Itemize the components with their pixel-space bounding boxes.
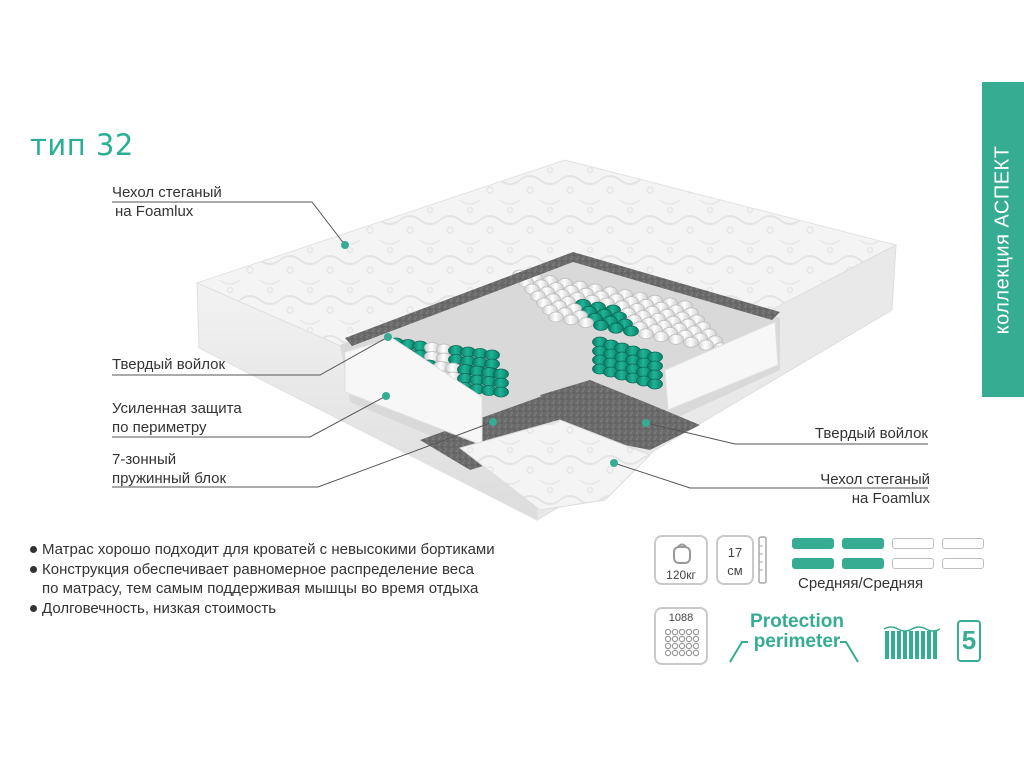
leader-felt-left xyxy=(112,336,389,376)
callout-perimeter-line1: Усиленная защита xyxy=(112,400,242,417)
protection-line2: perimeter xyxy=(753,631,841,652)
weight-badge: 120кг xyxy=(654,535,708,585)
height-ruler-icon xyxy=(758,536,767,584)
weight-label: 120кг xyxy=(666,568,696,582)
callout-felt-left: Твердый войлок xyxy=(112,356,226,373)
leader-cover-bottom xyxy=(613,462,928,489)
firmness-level-bar xyxy=(942,558,984,569)
feature-list: Матрас хорошо подходит для кроватей с не… xyxy=(28,540,495,618)
firmness-level-bar xyxy=(892,538,934,549)
springs-count: 1088 xyxy=(668,612,694,624)
firmness-level-bar xyxy=(892,558,934,569)
leader-springs xyxy=(112,421,494,488)
firmness-level-bar xyxy=(842,538,884,549)
callout-cover-top-line1: Чехол стеганый xyxy=(112,184,222,201)
height-badge: 17 см xyxy=(716,535,754,585)
feature-item-continued: по матрасу, тем самым поддерживая мышцы … xyxy=(42,580,479,597)
marker-felt-right xyxy=(642,419,650,427)
zones-icon xyxy=(884,626,940,659)
weight-icon xyxy=(673,543,691,564)
protection-perimeter-badge: Protection perimeter xyxy=(722,612,872,652)
height-value: 17 xyxy=(727,545,743,560)
feature-item: Матрас хорошо подходит для кроватей с не… xyxy=(28,540,495,560)
firmness-level-bar xyxy=(792,538,834,549)
height-unit: см xyxy=(727,563,743,578)
callout-cover-bottom: Чехол стеганый на Foamlux xyxy=(770,470,930,508)
firmness-level-bar xyxy=(842,558,884,569)
marker-springs xyxy=(489,418,497,426)
marker-felt-left xyxy=(384,333,392,341)
protection-line1: Protection xyxy=(750,611,844,632)
firmness-level-bar xyxy=(792,558,834,569)
zone-number-icon: 5 xyxy=(957,620,981,662)
leader-cover-top xyxy=(112,201,346,246)
callout-cover-top-line2: на Foamlux xyxy=(115,203,194,220)
leader-felt-right xyxy=(645,422,928,445)
marker-cover-bottom xyxy=(610,459,618,467)
collection-band: коллекция АСПЕКТ xyxy=(982,82,1024,397)
feature-item: Конструкция обеспечивает равномерное рас… xyxy=(28,560,495,580)
zone-number: 5 xyxy=(961,625,977,655)
marker-cover-top xyxy=(341,241,349,249)
callout-cover-bottom-line1: Чехол стеганый xyxy=(820,471,930,488)
protection-frame-icon xyxy=(729,641,859,663)
callout-springs-line1: 7-зонный xyxy=(112,451,177,468)
leader-perimeter xyxy=(112,395,387,438)
springs-badge: 1088 xyxy=(654,607,708,665)
callout-springs-line2: пружинный блок xyxy=(112,470,227,487)
marker-perimeter xyxy=(382,392,390,400)
callout-felt-right: Твердый войлок xyxy=(814,425,928,442)
firmness-level-bar xyxy=(942,538,984,549)
perimeter-foam-left xyxy=(344,337,483,446)
callout-cover-top: Чехол стеганый на Foamlux xyxy=(112,183,222,221)
callout-perimeter: Усиленная защита по периметру xyxy=(112,399,242,437)
callout-perimeter-line2: по периметру xyxy=(112,419,207,436)
cover-flap xyxy=(458,419,651,511)
callout-springs: 7-зонный пружинный блок xyxy=(112,450,226,488)
firmness-label: Средняя/Средняя xyxy=(798,575,924,592)
perimeter-foam-right xyxy=(664,321,779,411)
page-title: тип 32 xyxy=(30,128,134,162)
callout-cover-bottom-line2: на Foamlux xyxy=(851,490,930,507)
feature-item: Долговечность, низкая стоимость xyxy=(28,599,495,619)
spring-grid-icon xyxy=(665,629,699,657)
